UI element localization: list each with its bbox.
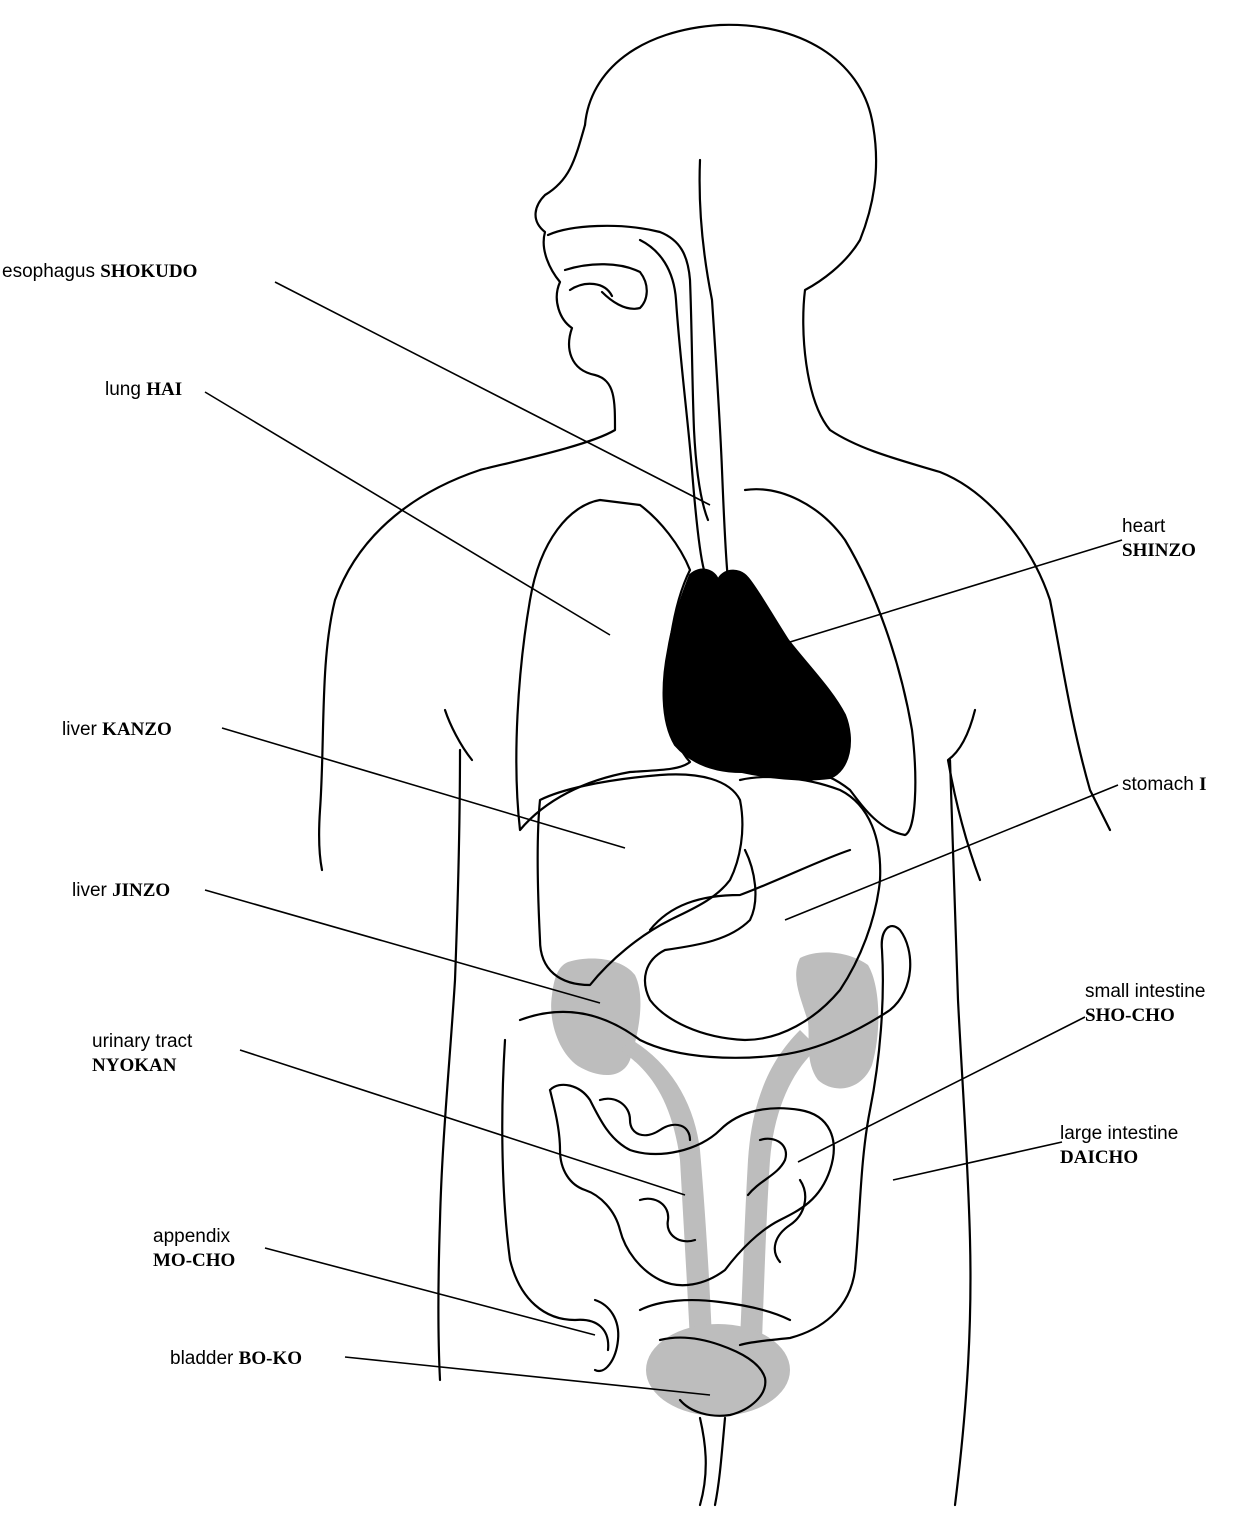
leader-large-intestine bbox=[893, 1142, 1062, 1180]
label-heart-common: heart bbox=[1122, 515, 1196, 539]
label-lung-term: HAI bbox=[146, 379, 182, 400]
liver-outline bbox=[538, 774, 743, 985]
ureter-right-shape bbox=[740, 1030, 818, 1340]
leader-lung bbox=[205, 392, 610, 635]
leader-appendix bbox=[265, 1248, 595, 1335]
label-esophagus-common: esophagus bbox=[2, 261, 95, 282]
label-stomach: stomach I bbox=[1122, 773, 1207, 797]
label-liver-jinzo-common: liver bbox=[72, 880, 107, 901]
label-urinary-tract: urinary tract NYOKAN bbox=[92, 1030, 192, 1078]
label-heart-term: SHINZO bbox=[1122, 539, 1196, 563]
label-urinary-tract-term: NYOKAN bbox=[92, 1054, 192, 1078]
label-esophagus-term: SHOKUDO bbox=[100, 261, 197, 282]
label-small-intestine: small intestine SHO-CHO bbox=[1085, 980, 1205, 1028]
label-appendix-term: MO-CHO bbox=[153, 1249, 235, 1273]
esophagus-outline bbox=[700, 160, 728, 580]
torso-left-outline bbox=[439, 750, 461, 1380]
label-large-intestine: large intestine DAICHO bbox=[1060, 1122, 1178, 1170]
label-liver-jinzo-term: JINZO bbox=[112, 880, 170, 901]
label-liver-kanzo-common: liver bbox=[62, 719, 97, 740]
label-liver-kanzo-term: KANZO bbox=[102, 719, 172, 740]
label-bladder: bladder BO-KO bbox=[170, 1347, 302, 1371]
ureter-left-shape bbox=[620, 1040, 712, 1340]
label-large-intestine-term: DAICHO bbox=[1060, 1146, 1178, 1170]
label-bladder-term: BO-KO bbox=[239, 1348, 302, 1369]
label-lung: lung HAI bbox=[105, 378, 182, 402]
label-liver-jinzo: liver JINZO bbox=[72, 879, 170, 903]
label-appendix-common: appendix bbox=[153, 1225, 235, 1249]
label-liver-kanzo: liver KANZO bbox=[62, 718, 172, 742]
throat-outline bbox=[565, 264, 647, 309]
label-esophagus: esophagus SHOKUDO bbox=[2, 260, 197, 284]
kidney-right-shape bbox=[796, 952, 878, 1088]
urinary-system-shading bbox=[551, 952, 878, 1416]
lung-left-outline bbox=[516, 500, 690, 830]
label-stomach-common: stomach bbox=[1122, 774, 1194, 795]
leader-heart bbox=[790, 540, 1122, 642]
label-small-intestine-common: small intestine bbox=[1085, 980, 1205, 1004]
label-heart: heart SHINZO bbox=[1122, 515, 1196, 563]
label-stomach-term: I bbox=[1199, 774, 1206, 795]
leader-esophagus bbox=[275, 282, 710, 505]
face-outline bbox=[319, 125, 615, 870]
torso-right-outline bbox=[950, 760, 970, 1505]
pelvis-outline bbox=[640, 1300, 790, 1320]
trachea-outline bbox=[640, 240, 704, 570]
label-lung-common: lung bbox=[105, 379, 141, 400]
label-large-intestine-common: large intestine bbox=[1060, 1122, 1178, 1146]
arm-left-outline bbox=[445, 710, 472, 760]
mouth-cavity-outline bbox=[548, 226, 708, 520]
label-appendix: appendix MO-CHO bbox=[153, 1225, 235, 1273]
label-bladder-common: bladder bbox=[170, 1348, 233, 1369]
label-small-intestine-term: SHO-CHO bbox=[1085, 1004, 1205, 1028]
leader-liver-kanzo bbox=[222, 728, 625, 848]
leader-lines bbox=[205, 282, 1122, 1395]
label-urinary-tract-common: urinary tract bbox=[92, 1030, 192, 1054]
heart-shape bbox=[664, 570, 850, 780]
